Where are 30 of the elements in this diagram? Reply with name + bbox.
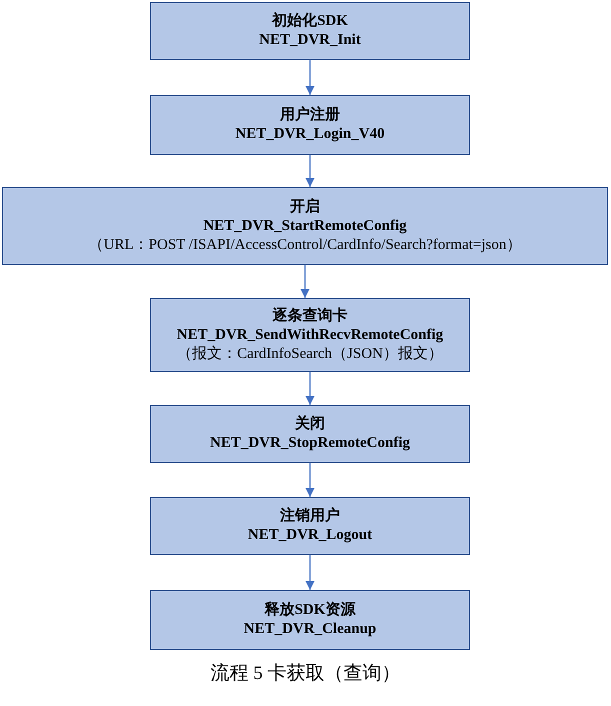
process-box [150, 590, 470, 650]
arrow [300, 265, 310, 298]
step-text: （报文：CardInfoSearch（JSON）报文） [177, 344, 443, 364]
process-box [150, 95, 470, 155]
step-text: NET_DVR_SendWithRecvRemoteConfig [176, 326, 444, 344]
step-title: 释放SDK资源 [264, 601, 356, 620]
step-title: 初始化SDK [272, 12, 348, 31]
step-title: 关闭 [295, 415, 325, 434]
step-text: NET_DVR_Login_V40 [235, 125, 385, 144]
step-text: （URL：POST /ISAPI/AccessControl/CardInfo/Search?format=json） [88, 236, 522, 254]
step-text: NET_DVR_StartRemoteConfig [203, 216, 407, 236]
step-title: 开启 [290, 198, 320, 216]
process-box [150, 497, 470, 555]
arrow [305, 463, 315, 497]
arrow [305, 555, 315, 590]
arrow [305, 60, 315, 95]
arrow [305, 372, 315, 405]
process-box [150, 298, 470, 372]
step-title: 用户注册 [280, 106, 340, 125]
step-text: NET_DVR_Init [259, 31, 361, 50]
step-text: NET_DVR_Cleanup [244, 620, 376, 639]
step-title: 注销用户 [280, 507, 340, 526]
process-box [150, 405, 470, 463]
step-title: 逐条查询卡 [272, 306, 348, 326]
process-box [2, 187, 608, 265]
step-text: NET_DVR_Logout [248, 526, 372, 545]
caption: 流程 5 卡获取（查询） [210, 662, 402, 686]
process-box [150, 2, 470, 60]
step-text: NET_DVR_StopRemoteConfig [210, 434, 410, 453]
arrow [305, 155, 315, 187]
